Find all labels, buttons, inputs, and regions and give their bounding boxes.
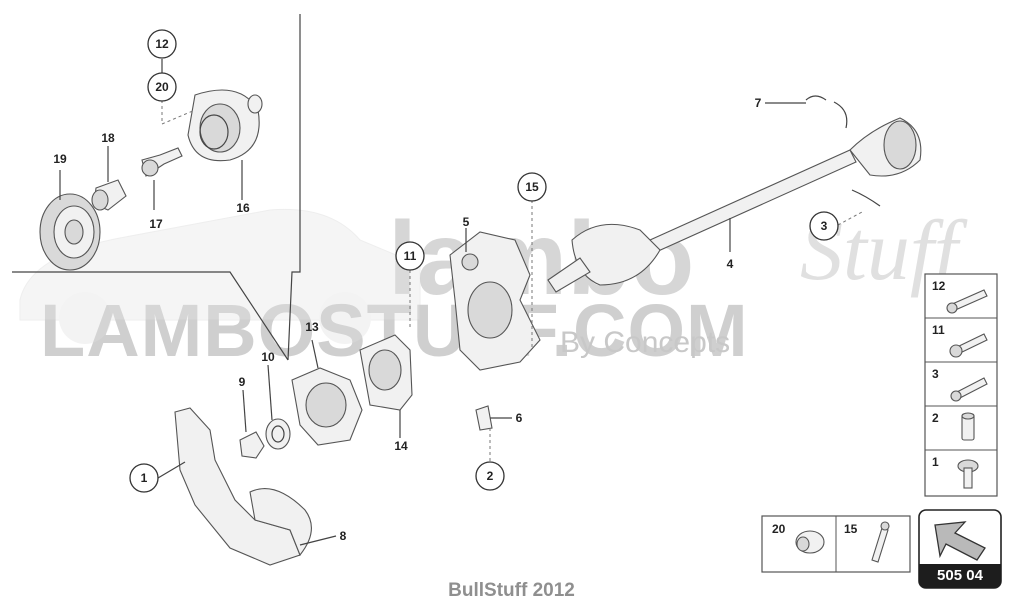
part-8-heat-shield <box>249 488 312 557</box>
footer-credit: BullStuff 2012 <box>448 580 575 601</box>
part-7-clip <box>805 95 848 129</box>
svg-text:3: 3 <box>821 219 828 233</box>
watermark-sub: By Concepts <box>560 326 731 359</box>
label-19: 19 <box>53 152 67 166</box>
label-13: 13 <box>305 320 319 334</box>
part-9-axle-nut <box>239 431 265 459</box>
page-number-label: 505 04 <box>919 564 1001 588</box>
label-5: 5 <box>463 215 470 229</box>
label-4: 4 <box>727 257 734 271</box>
fastener-legend: 12 11 3 2 1 <box>924 273 998 497</box>
svg-text:20: 20 <box>155 80 169 94</box>
callout-2: 2 <box>475 461 505 491</box>
svg-text:1: 1 <box>141 471 148 485</box>
legend-1: 1 <box>932 455 939 469</box>
part-6-sensor-bracket <box>475 405 493 431</box>
part-3-clip <box>851 189 881 207</box>
part-19-wheel-hub <box>39 193 101 271</box>
label-14: 14 <box>394 439 408 453</box>
svg-text:11: 11 <box>404 249 417 263</box>
label-7: 7 <box>755 96 762 110</box>
part-13-wheel-hub <box>291 367 363 446</box>
label-9: 9 <box>239 375 246 389</box>
part-10-ring <box>265 418 291 450</box>
arrow-up-left-icon <box>934 521 986 561</box>
part-16-flange <box>187 89 263 162</box>
car-silhouette-watermark <box>19 208 421 344</box>
legend-20: 20 <box>772 522 786 536</box>
svg-text:12: 12 <box>155 37 169 51</box>
label-8: 8 <box>340 529 347 543</box>
svg-text:2: 2 <box>487 469 494 483</box>
leader-lines <box>59 59 863 546</box>
svg-text:15: 15 <box>525 180 539 194</box>
callout-11: 11 <box>395 241 425 271</box>
part-4-drive-shaft <box>547 117 922 293</box>
part-14-wheel-bearing <box>359 334 413 411</box>
label-16: 16 <box>236 201 250 215</box>
callout-20: 20 <box>147 72 177 102</box>
callout-3: 3 <box>809 211 839 241</box>
label-6: 6 <box>516 411 523 425</box>
legend-11: 11 <box>932 323 945 337</box>
callout-12: 12 <box>147 29 177 59</box>
label-18: 18 <box>101 131 115 145</box>
part-5-steering-knuckle <box>449 231 541 371</box>
part-18-hub-nut <box>91 179 127 211</box>
pin-icon <box>871 527 889 563</box>
label-17: 17 <box>149 217 163 231</box>
spare-parts-legend: 20 15 <box>761 515 911 573</box>
callout-1: 1 <box>129 463 159 493</box>
legend-15: 15 <box>844 522 858 536</box>
inset-frame <box>12 14 301 361</box>
label-10: 10 <box>261 350 275 364</box>
callout-15: 15 <box>517 172 547 202</box>
legend-12: 12 <box>932 279 946 293</box>
legend-2: 2 <box>932 411 939 425</box>
part-17-bolt <box>141 147 183 177</box>
part-labels: 19 18 17 16 5 4 7 6 13 10 9 14 8 <box>53 96 761 543</box>
legend-3: 3 <box>932 367 939 381</box>
